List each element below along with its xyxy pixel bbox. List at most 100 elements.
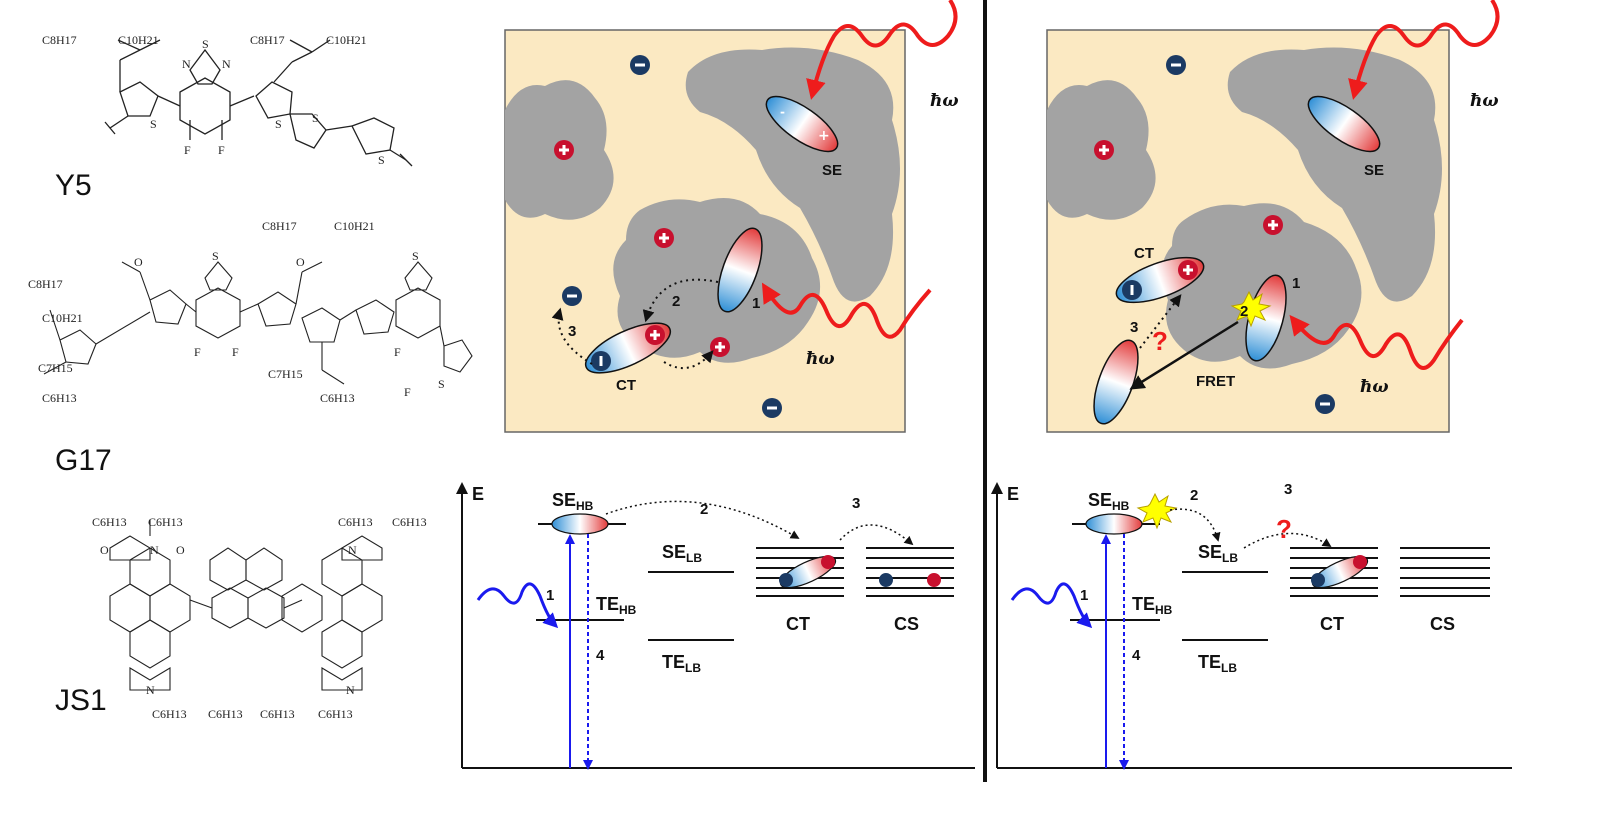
svg-text:C10H21: C10H21 xyxy=(42,311,83,325)
film-c xyxy=(1046,29,1450,433)
svg-text:S: S xyxy=(378,153,385,167)
svg-text:N: N xyxy=(346,683,355,697)
svg-text:C6H13: C6H13 xyxy=(152,707,187,721)
svg-text:C6H13: C6H13 xyxy=(320,391,355,405)
svg-text:F: F xyxy=(194,345,201,359)
svg-text:C8H17: C8H17 xyxy=(42,33,77,47)
photon-wave-c-bottom xyxy=(1289,314,1464,370)
question-icon: ? xyxy=(1152,326,1168,356)
svg-text:N: N xyxy=(182,57,191,71)
g17-atom-labels: C8H17 C10H21 C8H17 C10H21 C7H15 C6H13 C7… xyxy=(28,219,445,405)
step-label: 2 xyxy=(1190,487,1198,504)
label-cs-level-b: CS xyxy=(894,614,919,634)
svg-text:+: + xyxy=(818,128,830,144)
label-photon-c-top: ħω xyxy=(1470,91,1499,111)
svg-text:N: N xyxy=(146,683,155,697)
svg-text:C10H21: C10H21 xyxy=(334,219,375,233)
label-se-lb: SELB xyxy=(662,542,702,565)
exciton-ct-c xyxy=(1115,256,1205,304)
svg-text:C6H13: C6H13 xyxy=(392,515,427,529)
domain-b-top xyxy=(685,47,900,302)
step-label: 2 xyxy=(672,293,680,310)
domain-c-top xyxy=(1227,47,1442,302)
svg-text:C6H13: C6H13 xyxy=(148,515,183,529)
charges-c xyxy=(1094,55,1335,414)
svg-text:S: S xyxy=(412,249,419,263)
svg-text:C7H15: C7H15 xyxy=(268,367,303,381)
label-ct-level-b: CT xyxy=(786,614,810,634)
svg-text:F: F xyxy=(404,385,411,399)
step-label: 3 xyxy=(852,495,860,512)
svg-text:C7H15: C7H15 xyxy=(38,361,73,375)
label-se-hb: SEHB xyxy=(1088,490,1130,513)
label-te-hb: TEHB xyxy=(596,594,637,617)
svg-text:C8H17: C8H17 xyxy=(250,33,285,47)
svg-text:O: O xyxy=(134,255,143,269)
film-b xyxy=(504,29,906,433)
svg-text:C6H13: C6H13 xyxy=(42,391,77,405)
label-ct-b: CT xyxy=(616,377,636,394)
exciton-se-c xyxy=(1307,95,1381,153)
label-fret: FRET xyxy=(1196,373,1235,390)
step-label: 1 xyxy=(752,295,760,312)
label-y5: Y5 xyxy=(55,169,92,202)
svg-text:O: O xyxy=(100,543,109,557)
svg-text:N: N xyxy=(150,543,159,557)
svg-text:S: S xyxy=(438,377,445,391)
label-se-c: SE xyxy=(1364,162,1384,179)
photon-wave-blue-b xyxy=(476,582,559,629)
label-se-lb: SELB xyxy=(1198,542,1238,565)
svg-text:F: F xyxy=(184,143,191,157)
svg-text:F: F xyxy=(232,345,239,359)
svg-text:N: N xyxy=(348,543,357,557)
label-se-b: SE xyxy=(822,162,842,179)
energy-diagram-c: E SEHB SELB TEHB TELB CT xyxy=(991,481,1512,770)
svg-text:C6H13: C6H13 xyxy=(208,707,243,721)
svg-text:-: - xyxy=(780,105,785,119)
svg-text:O: O xyxy=(176,543,185,557)
step-label: 3 xyxy=(1130,319,1138,336)
photon-wave-c-top xyxy=(1348,0,1500,100)
arrows-c xyxy=(1129,294,1239,390)
svg-text:C6H13: C6H13 xyxy=(338,515,373,529)
axis-e-label: E xyxy=(1007,484,1019,504)
label-ct-level-c: CT xyxy=(1320,614,1344,634)
arrows-b xyxy=(551,278,719,370)
photon-wave-b-top xyxy=(806,0,958,100)
step-label: 1 xyxy=(546,587,554,604)
label-photon-b-bottom: ħω xyxy=(806,349,835,369)
svg-text:F: F xyxy=(218,143,225,157)
step-label: 1 xyxy=(1292,275,1300,292)
svg-text:S: S xyxy=(212,249,219,263)
charges-b xyxy=(554,55,782,418)
exciton-se-b: - + xyxy=(765,95,839,153)
label-te-lb: TELB xyxy=(662,652,701,675)
svg-text:S: S xyxy=(150,117,157,131)
svg-text:S: S xyxy=(312,111,319,125)
svg-text:C6H13: C6H13 xyxy=(260,707,295,721)
axis-e-label: E xyxy=(472,484,484,504)
question-icon: ? xyxy=(1276,514,1292,544)
step-label: 4 xyxy=(1132,647,1141,664)
svg-text:C8H17: C8H17 xyxy=(262,219,297,233)
js1-atom-labels: C6H13 C6H13 C6H13 C6H13 C6H13 C6H13 C6H1… xyxy=(92,515,427,721)
svg-text:C10H21: C10H21 xyxy=(118,33,159,47)
svg-text:C8H17: C8H17 xyxy=(28,277,63,291)
svg-text:F: F xyxy=(394,345,401,359)
svg-text:C6H13: C6H13 xyxy=(318,707,353,721)
exciton-1-b xyxy=(717,227,763,313)
cs-manifold-b xyxy=(866,547,954,597)
label-photon-b-top: ħω xyxy=(930,91,959,111)
label-cs-level-c: CS xyxy=(1430,614,1455,634)
label-js1: JS1 xyxy=(55,684,107,717)
label-se-hb: SEHB xyxy=(552,490,594,513)
molecule-g17 xyxy=(43,261,473,385)
photon-wave-blue-c xyxy=(1010,582,1093,629)
exciton-ct-b xyxy=(584,322,672,374)
step-label: 1 xyxy=(1080,587,1088,604)
svg-text:C10H21: C10H21 xyxy=(326,33,367,47)
svg-text:S: S xyxy=(275,117,282,131)
label-ct-c: CT xyxy=(1134,245,1154,262)
molecule-js1 xyxy=(109,520,383,691)
